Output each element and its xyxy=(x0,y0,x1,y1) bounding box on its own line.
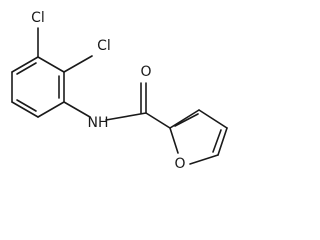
furan-oxygen-label: O xyxy=(174,156,185,172)
bond-c2-cl-right xyxy=(63,55,93,73)
bond-f-c4-c3 xyxy=(198,109,228,129)
amine-nh-label: NH xyxy=(88,115,109,131)
bond-c6-c1 xyxy=(11,56,39,73)
bond-f-c3-c2 xyxy=(169,109,200,129)
bond-f-c2-o xyxy=(169,127,179,154)
double-bond-inner-c4-c5 xyxy=(212,129,222,153)
bond-c1-c2 xyxy=(37,56,65,73)
bond-n-carbonyl xyxy=(105,112,147,121)
carbonyl-oxygen-label: O xyxy=(140,64,151,80)
chlorine-label-right: Cl xyxy=(97,38,111,54)
bond-f-o-c5 xyxy=(189,154,219,165)
double-bond-inner-c2-c3 xyxy=(174,113,199,127)
bond-c4-c5 xyxy=(11,101,39,118)
benzene-ring xyxy=(11,56,65,118)
bond-c3-c4 xyxy=(37,101,65,118)
bond-f-c5-c4 xyxy=(217,127,228,156)
furan-ring xyxy=(169,109,228,165)
bond-c3-n xyxy=(63,101,91,118)
bond-carbonyl-furan xyxy=(145,112,171,129)
chemical-structure-diagram: Cl Cl NH O O xyxy=(11,10,228,172)
chlorine-label-top: Cl xyxy=(31,10,45,26)
double-bond-inner-c4-c5 xyxy=(16,99,37,112)
double-bond-inner-c6-c1 xyxy=(16,62,37,75)
